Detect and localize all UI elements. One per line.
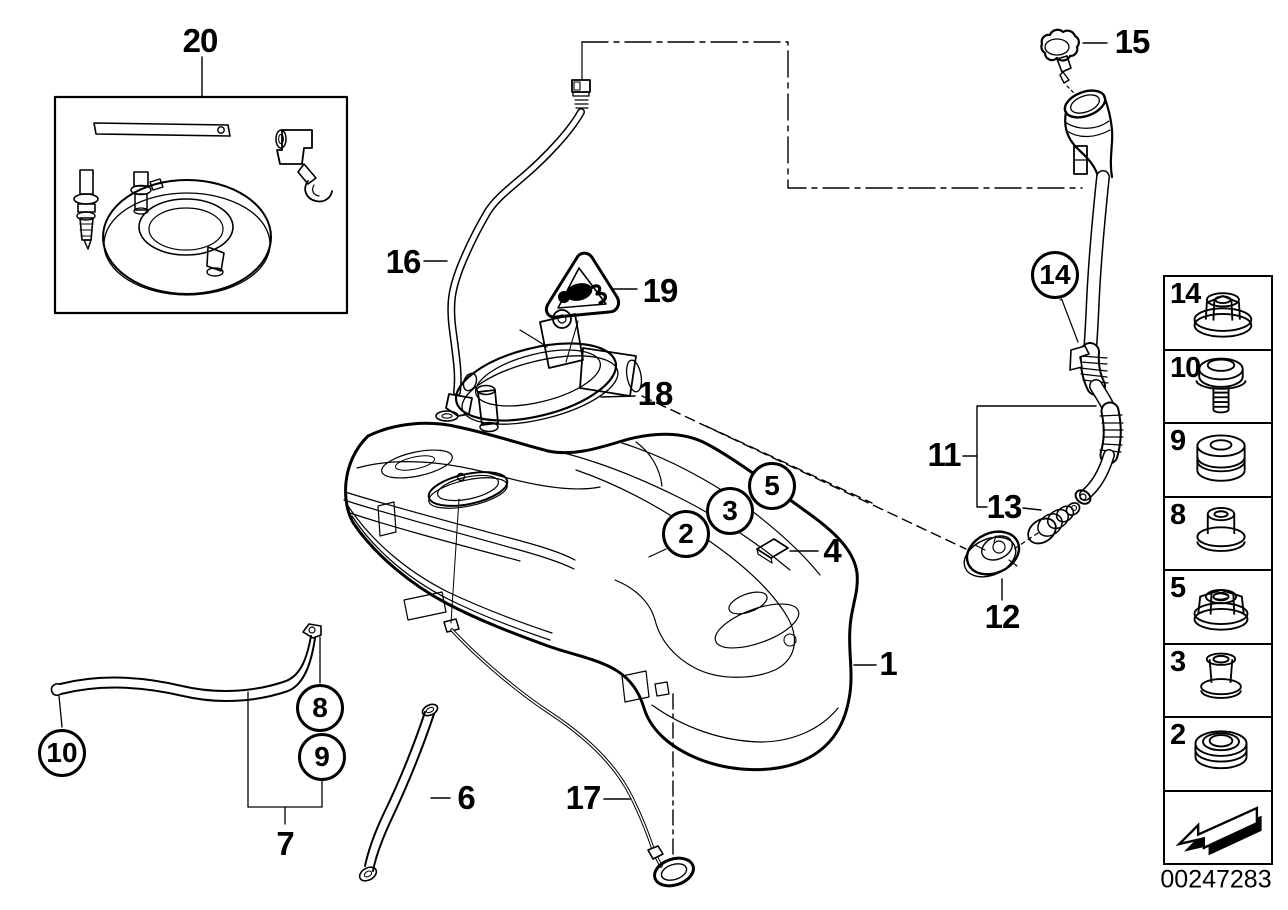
callout-4[interactable]: 4 [823,532,841,569]
reference-lines [581,41,1083,857]
sidebar-item-14-label: 14 [1170,278,1201,310]
vent-pipe-art [423,41,591,422]
callout-18[interactable]: 18 [637,375,674,412]
callout-16[interactable]: 16 [385,243,422,280]
repair-kit-box-art [53,56,349,315]
direction-arrow-icon [1175,806,1262,856]
sidebar-item-3[interactable]: 3 [1165,645,1271,718]
sidebar-item-10-label: 10 [1170,351,1201,384]
sidebar-item-9-label: 9 [1170,425,1186,457]
warning-triangle-art [544,251,638,363]
flange-lock-nut-icon [1193,588,1249,631]
fuel-pump-art [454,309,643,433]
sidebar-item-14[interactable]: 14 [1165,277,1271,351]
rubber-grommet-icon [1196,434,1246,482]
callout-1[interactable]: 1 [879,645,897,682]
sidebar-item-5-label: 5 [1170,572,1186,604]
fuel-line-art [443,498,695,888]
tension-strap-left-art [50,623,323,825]
sleeve-bushing-icon [1200,652,1242,700]
parts-thumbnail-sidebar: 14 10 9 8 [1163,275,1273,865]
callout-19[interactable]: 19 [642,272,679,309]
callout-10-circled[interactable]: 10 [38,729,86,777]
callout-14-circled[interactable]: 14 [1031,251,1079,299]
diagram-id: 00247283 [1160,865,1272,894]
seal-grommet-icon [1194,730,1248,769]
sidebar-item-8[interactable]: 8 [1165,498,1271,571]
sidebar-item-2-label: 2 [1170,719,1186,751]
pad-art [756,538,819,564]
sidebar-direction-cell[interactable] [1165,792,1271,864]
callout-13[interactable]: 13 [986,488,1023,525]
callout-6[interactable]: 6 [457,779,475,816]
callout-20[interactable]: 20 [182,22,219,59]
callout-8-circled[interactable]: 8 [296,684,344,732]
callout-12[interactable]: 12 [984,598,1021,635]
callout-5-circled[interactable]: 5 [748,462,796,510]
sidebar-item-8-label: 8 [1170,498,1186,531]
callout-11[interactable]: 11 [927,436,962,473]
callout-3-circled[interactable]: 3 [706,487,754,535]
tension-strap-right-art [358,703,451,882]
sidebar-item-10[interactable]: 10 [1165,351,1271,424]
sidebar-item-5[interactable]: 5 [1165,571,1271,645]
callout-7[interactable]: 7 [276,825,294,862]
sidebar-item-9[interactable]: 9 [1165,424,1271,498]
hex-bolt-icon [1195,357,1247,414]
sidebar-item-3-label: 3 [1170,645,1186,678]
callout-9-circled[interactable]: 9 [298,733,346,781]
spacer-bushing-icon [1196,507,1246,553]
callout-15[interactable]: 15 [1114,23,1151,60]
callout-17[interactable]: 17 [565,779,602,816]
flange-nut-icon [1193,291,1253,338]
sidebar-item-2[interactable]: 2 [1165,718,1271,792]
filler-pipe-art [962,28,1124,601]
callout-2-circled[interactable]: 2 [662,510,710,558]
